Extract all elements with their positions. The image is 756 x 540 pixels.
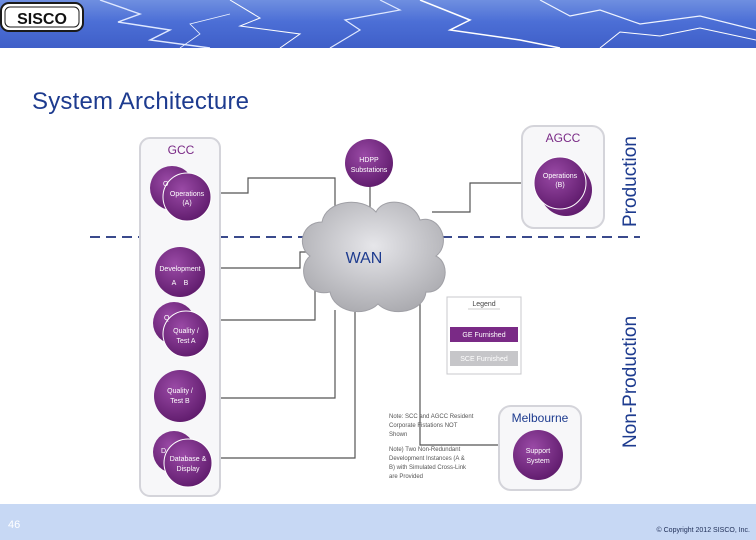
note1-line1: Note: SCC and AGCC Resident bbox=[389, 414, 474, 420]
note2-line2: Development Instances (A & bbox=[389, 456, 465, 462]
legend-swatch-sce bbox=[450, 351, 518, 366]
notes: Note: SCC and AGCC Resident Corporate Fi… bbox=[389, 414, 474, 480]
production-zone-label: Production bbox=[620, 136, 641, 227]
gcc-quality-peek: Q bbox=[164, 315, 170, 322]
gcc-operations-node: O Operations (A) bbox=[150, 166, 212, 222]
gcc-development-label-2: A B bbox=[172, 280, 189, 287]
sisco-logo: SISCO bbox=[0, 2, 84, 32]
lightning-decoration bbox=[99, 0, 756, 48]
note1-line2: Corporate Fistations NOT bbox=[389, 423, 458, 429]
gcc-panel: GCC O Operations (A) Development A B Q Q… bbox=[139, 137, 221, 497]
note2-line1: Note) Two Non-Redundant bbox=[389, 447, 461, 453]
legend: Legend GE Furnished SCE Furnished bbox=[446, 296, 522, 375]
non-production-zone-label: Non-Production bbox=[620, 316, 641, 448]
melbourne-support-label-2: System bbox=[526, 458, 550, 465]
gcc-quality-a-label-2: Test A bbox=[176, 338, 195, 345]
hdpp-label-1: HDPP bbox=[359, 157, 379, 164]
wan-label: WAN bbox=[346, 250, 383, 267]
agcc-operations-label-2: (B) bbox=[555, 182, 564, 189]
gcc-database-peek: D bbox=[161, 448, 166, 455]
melbourne-support-label-1: Support bbox=[526, 448, 551, 455]
gcc-title: GCC bbox=[168, 143, 195, 157]
agcc-operations-label-1: Operations bbox=[543, 173, 578, 180]
legend-label-ge: GE Furnished bbox=[462, 332, 505, 339]
note2-line3: B) with Simulated Cross-Link bbox=[389, 465, 467, 471]
gcc-database-label-1: Database & bbox=[170, 456, 207, 463]
gcc-operations-label-1: Operations bbox=[170, 191, 205, 198]
gcc-quality-b-label-1: Quality / bbox=[167, 388, 193, 395]
footer-bar bbox=[0, 504, 756, 540]
gcc-quality-b-node: Quality / Test B bbox=[154, 370, 206, 422]
gcc-operations-peek: O bbox=[163, 181, 169, 188]
legend-swatch-ge bbox=[450, 327, 518, 342]
gcc-development-node: Development A B bbox=[155, 247, 205, 297]
header-banner: SISCO bbox=[0, 0, 756, 48]
architecture-diagram: GCC O Operations (A) Development A B Q Q… bbox=[90, 125, 641, 497]
logo-text: SISCO bbox=[17, 11, 67, 28]
wan-cloud: WAN bbox=[301, 201, 446, 313]
agcc-title: AGCC bbox=[546, 131, 581, 145]
legend-title: Legend bbox=[472, 301, 495, 308]
legend-label-sce: SCE Furnished bbox=[460, 356, 508, 363]
melbourne-title: Melbourne bbox=[512, 411, 569, 425]
hdpp-substations-node: HDPP Substations bbox=[345, 139, 393, 187]
copyright-text: © Copyright 2012 SISCO, Inc. bbox=[656, 527, 750, 534]
page-number: 46 bbox=[8, 519, 21, 531]
hdpp-label-2: Substations bbox=[351, 167, 388, 174]
gcc-quality-a-label-1: Quality / bbox=[173, 328, 199, 335]
gcc-development-label-1: Development bbox=[159, 266, 200, 273]
gcc-quality-b-label-2: Test B bbox=[170, 398, 190, 405]
gcc-operations-label-2: (A) bbox=[182, 200, 191, 207]
agcc-panel: AGCC Operations (B) bbox=[521, 125, 605, 229]
gcc-database-node: D Database & Display bbox=[153, 431, 213, 488]
note1-line3: Shown bbox=[389, 432, 407, 438]
melbourne-panel: Melbourne Support System bbox=[498, 405, 582, 491]
gcc-database-label-2: Display bbox=[177, 466, 200, 473]
note2-line4: are Provided bbox=[389, 474, 423, 480]
gcc-quality-a-node: Q Quality / Test A bbox=[153, 302, 210, 358]
slide-title: System Architecture bbox=[32, 88, 250, 115]
